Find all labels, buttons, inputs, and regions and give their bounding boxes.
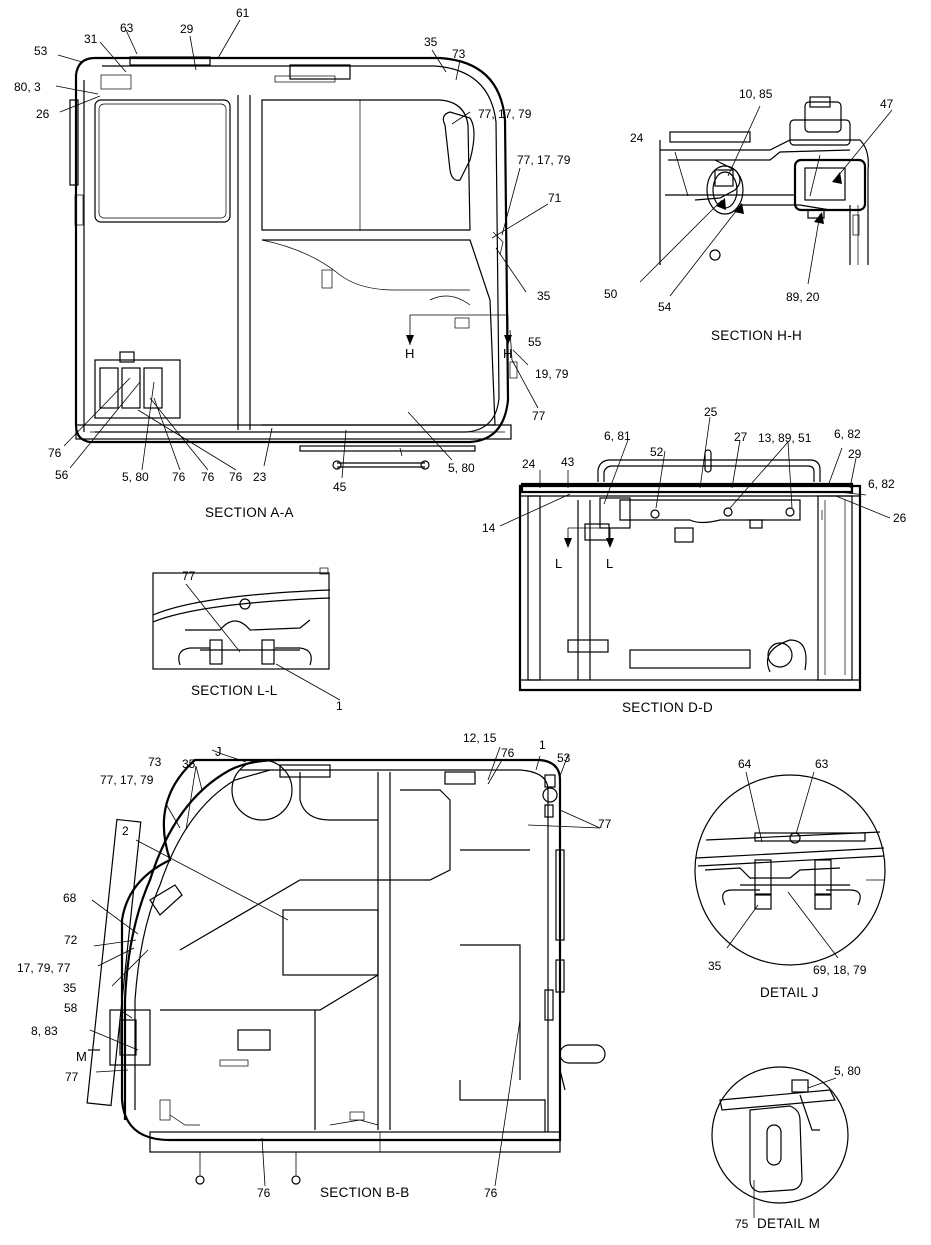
callout-dd-27: 27 [734,430,748,444]
callout-dd-14: 14 [482,521,496,535]
callout-bb-72: 72 [64,933,78,947]
callout-dd-52: 52 [650,445,664,459]
caption-section-bb: SECTION B-B [320,1185,410,1200]
callout-aa-80-3: 80, 3 [14,80,41,94]
section-bb-view: 12, 15 76 1 53 73 35 77, 17, 79 77 2 68 … [17,731,612,1200]
callout-aa-77-17-79-b: 77, 17, 79 [517,153,571,167]
callout-j-64: 64 [738,757,752,771]
callout-ll-77: 77 [182,569,196,583]
callout-bb-77-17-79: 77, 17, 79 [100,773,154,787]
callout-bb-8-83: 8, 83 [31,1024,58,1038]
callout-m-75: 75 [735,1217,749,1231]
caption-detail-j: DETAIL J [760,985,819,1000]
callout-aa-76-d: 76 [229,470,243,484]
callout-dd-6-81: 6, 81 [604,429,631,443]
callout-ll-1: 1 [336,699,343,713]
cut-mark-h-left: H [405,346,414,361]
callout-aa-26: 26 [36,107,50,121]
callout-dd-13-89-51: 13, 89, 51 [758,431,812,445]
callout-bb-12-15: 12, 15 [463,731,497,745]
cut-mark-h-right: H [503,346,512,361]
callout-hh-89-20: 89, 20 [786,290,820,304]
callout-aa-31: 31 [84,32,98,46]
callout-bb-2: 2 [122,824,129,838]
callout-j-35: 35 [708,959,722,973]
callout-hh-24: 24 [630,131,644,145]
callout-aa-77-17-79-a: 77, 17, 79 [478,107,532,121]
callout-bb-17-79-77: 17, 79, 77 [17,961,71,975]
caption-section-aa: SECTION A-A [205,505,294,520]
callout-bb-35-a: 35 [182,757,196,771]
callout-bb-73: 73 [148,755,162,769]
callout-dd-6-82-a: 6, 82 [834,427,861,441]
caption-detail-m: DETAIL M [757,1216,820,1231]
callout-bb-1: 1 [539,738,546,752]
callout-aa-45: 45 [333,480,347,494]
callout-bb-68: 68 [63,891,77,905]
callout-bb-53: 53 [557,751,571,765]
section-hh-view: 10, 85 24 47 50 54 89, 20 SECTION H-H [604,87,894,343]
callout-bb-76-b: 76 [257,1186,271,1200]
section-dd-view: 25 27 52 6, 81 13, 89, 51 6, 82 29 6, 82… [482,405,907,715]
callout-aa-35: 35 [424,35,438,49]
callout-bb-76-a: 76 [501,746,515,760]
callout-aa-76-a: 76 [48,446,62,460]
callout-aa-5-80-b: 5, 80 [448,461,475,475]
callout-aa-5-80-a: 5, 80 [122,470,149,484]
callout-m-5-80: 5, 80 [834,1064,861,1078]
callout-dd-26: 26 [893,511,907,525]
callout-aa-61: 61 [236,6,250,20]
callout-dd-24: 24 [522,457,536,471]
callout-hh-54: 54 [658,300,672,314]
callout-aa-56: 56 [55,468,69,482]
cut-mark-l-left: L [555,556,562,571]
callout-aa-53: 53 [34,44,48,58]
callout-aa-55: 55 [528,335,542,349]
callout-aa-77: 77 [532,409,546,423]
callout-j-69-18-79: 69, 18, 79 [813,963,867,977]
caption-section-hh: SECTION H-H [711,328,802,343]
callout-aa-35-b: 35 [537,289,551,303]
callout-aa-63: 63 [120,21,134,35]
callout-bb-58: 58 [64,1001,78,1015]
callout-aa-19-79: 19, 79 [535,367,569,381]
detail-mark-j: J [215,744,222,759]
callout-aa-76-c: 76 [201,470,215,484]
callout-dd-6-82-b: 6, 82 [868,477,895,491]
callout-aa-71: 71 [548,191,562,205]
callout-dd-25: 25 [704,405,718,419]
caption-section-ll: SECTION L-L [191,683,278,698]
callout-j-63: 63 [815,757,829,771]
callout-bb-77-a: 77 [598,817,612,831]
callout-aa-29: 29 [180,22,194,36]
callout-aa-23: 23 [253,470,267,484]
callout-bb-77-b: 77 [65,1070,79,1084]
callout-aa-73: 73 [452,47,466,61]
detail-m-view: 5, 80 75 DETAIL M [711,1064,861,1231]
callout-hh-47: 47 [880,97,894,111]
callout-bb-35-b: 35 [63,981,77,995]
section-ll-view: 77 1 SECTION L-L [152,567,343,713]
callout-aa-76-b: 76 [172,470,186,484]
callout-hh-50: 50 [604,287,618,301]
caption-section-dd: SECTION D-D [622,700,713,715]
cut-mark-l-right: L [606,556,613,571]
callout-bb-76-c: 76 [484,1186,498,1200]
callout-hh-10-85: 10, 85 [739,87,773,101]
callout-dd-29: 29 [848,447,862,461]
section-aa-view: 63 61 31 29 53 80, 3 26 35 73 77, 17, 79… [14,6,571,520]
detail-j-view: 64 63 35 69, 18, 79 DETAIL J [694,757,886,1000]
detail-mark-m: M [76,1049,87,1064]
callout-dd-43: 43 [561,455,575,469]
